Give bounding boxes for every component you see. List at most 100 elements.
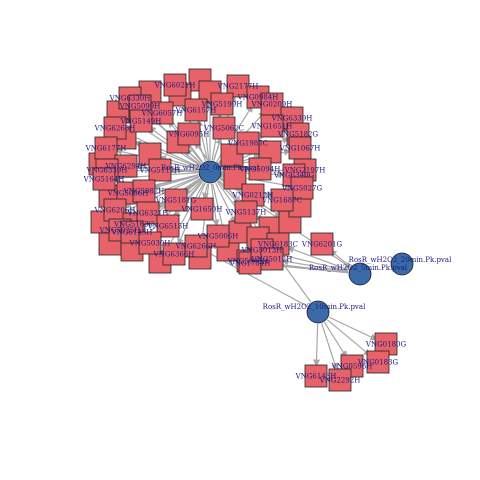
gene-label: VNG5164H	[83, 176, 125, 184]
gene-label: VNG6366H	[153, 251, 195, 259]
gene-node[interactable]	[138, 231, 162, 255]
gene-label: VNG2292H	[319, 377, 361, 385]
edge	[213, 136, 223, 161]
edge	[326, 319, 371, 357]
gene-label: VNG6266H	[175, 243, 217, 251]
gene-label: VNG6143H	[295, 373, 337, 381]
edge	[321, 323, 339, 372]
gene-label: VNG6330H	[109, 95, 151, 103]
gene-label: VNG6057H	[141, 110, 183, 118]
hub-label: RosR_wH2O2_10min.Pk.pval	[263, 303, 366, 311]
edge	[164, 182, 205, 254]
gene-label: VNG5025H	[99, 227, 141, 235]
gene-label: VNG0183G	[357, 359, 399, 367]
gene-label: VNG5006H	[197, 233, 239, 241]
gene-label: VNG1734H	[229, 260, 271, 268]
hub-node[interactable]	[348, 262, 372, 286]
gene-label: VNG1651H	[251, 123, 293, 131]
gene-label: VNG5030H	[129, 240, 171, 248]
gene-label: VNG5086H	[107, 190, 149, 198]
gene-label: VNG5027G	[281, 185, 323, 193]
gene-label: VNG6294H	[105, 163, 147, 171]
gene-label: VNG5082H	[123, 188, 165, 196]
gene-label: VNG1067H	[279, 145, 321, 153]
gene-node[interactable]	[248, 157, 272, 181]
gene-label: VNG5094H	[239, 166, 281, 174]
gene-label: VNG6321H	[127, 210, 169, 218]
gene-node[interactable]	[223, 166, 247, 190]
gene-label: VNG6157H	[175, 107, 217, 115]
edge	[152, 174, 199, 190]
gene-label: VNG1650H	[181, 206, 223, 214]
gene-node[interactable]	[129, 109, 153, 133]
edge	[312, 323, 321, 367]
edge	[328, 316, 378, 341]
gene-node[interactable]	[236, 131, 260, 155]
gene-label: VNG5012H	[251, 256, 293, 264]
edge	[281, 258, 349, 273]
gene-label: VNG6145H	[111, 229, 153, 237]
gene-node[interactable]	[156, 214, 180, 238]
gene-label: VNG6515H	[147, 223, 189, 231]
gene-node[interactable]	[184, 234, 208, 258]
gene-node[interactable]	[270, 188, 294, 212]
edge	[214, 182, 237, 224]
gene-node[interactable]	[212, 116, 236, 140]
gene-node[interactable]	[234, 200, 258, 224]
edge	[286, 246, 349, 271]
gene-label: VNG6095H	[168, 131, 210, 139]
gene-label: VNG1687C	[261, 197, 302, 205]
gene-label: VNG0596H	[331, 363, 373, 371]
gene-label: VNG0984H	[237, 94, 279, 102]
gene-label: VNG0180G	[365, 341, 407, 349]
edge	[173, 181, 204, 219]
gene-node[interactable]	[210, 92, 234, 116]
gene-label: VNG5045H	[227, 258, 269, 266]
gene-node[interactable]	[260, 247, 284, 271]
edge	[323, 321, 348, 359]
gene-label: VNG6339H	[271, 115, 313, 123]
hub-node[interactable]	[390, 252, 414, 276]
gene-label: VNG5182G	[277, 131, 319, 139]
gene-node[interactable]	[328, 368, 352, 392]
gene-node[interactable]	[260, 114, 284, 138]
gene-node-layer	[88, 68, 398, 392]
gene-label: VNG5137H	[225, 209, 267, 217]
edge	[271, 250, 349, 272]
gene-label: VNG6339H	[86, 167, 128, 175]
gene-label: VNG0209H	[251, 101, 293, 109]
gene-label: VNG5163C	[113, 221, 154, 229]
gene-node[interactable]	[164, 188, 188, 212]
gene-label: VNG5112H	[139, 167, 181, 175]
gene-node[interactable]	[177, 122, 201, 146]
gene-node[interactable]	[148, 158, 172, 182]
gene-node[interactable]	[290, 176, 314, 200]
gene-label: VNG6021H	[154, 82, 196, 90]
gene-node[interactable]	[184, 98, 208, 122]
gene-label: VNG6268H	[94, 125, 136, 133]
gene-node[interactable]	[310, 232, 334, 256]
hub-node[interactable]	[198, 160, 222, 184]
edge	[123, 131, 200, 168]
gene-label: VNG5149H	[120, 118, 162, 126]
gene-label: VNG1985C	[227, 140, 268, 148]
gene-label: VNG6177H	[85, 145, 127, 153]
edge	[210, 183, 220, 227]
gene-node[interactable]	[304, 364, 328, 388]
hub-label: RosR_wH2O2_5min.Pk.pval	[309, 264, 408, 272]
gene-node[interactable]	[136, 201, 160, 225]
gene-label: VNG6206H	[94, 207, 136, 215]
gene-node[interactable]	[92, 167, 116, 191]
gene-label: VNG5099H	[119, 103, 161, 111]
hub-node[interactable]	[306, 300, 330, 324]
gene-label: VNG5181G	[155, 197, 197, 205]
gene-label: VNG5199H	[201, 101, 243, 109]
gene-node[interactable]	[190, 197, 214, 221]
gene-node[interactable]	[366, 350, 390, 374]
gene-label: VNG6183C	[257, 241, 298, 249]
gene-label: VNG6201G	[301, 241, 343, 249]
gene-label: VNG5062C	[203, 125, 244, 133]
gene-node[interactable]	[163, 73, 187, 97]
